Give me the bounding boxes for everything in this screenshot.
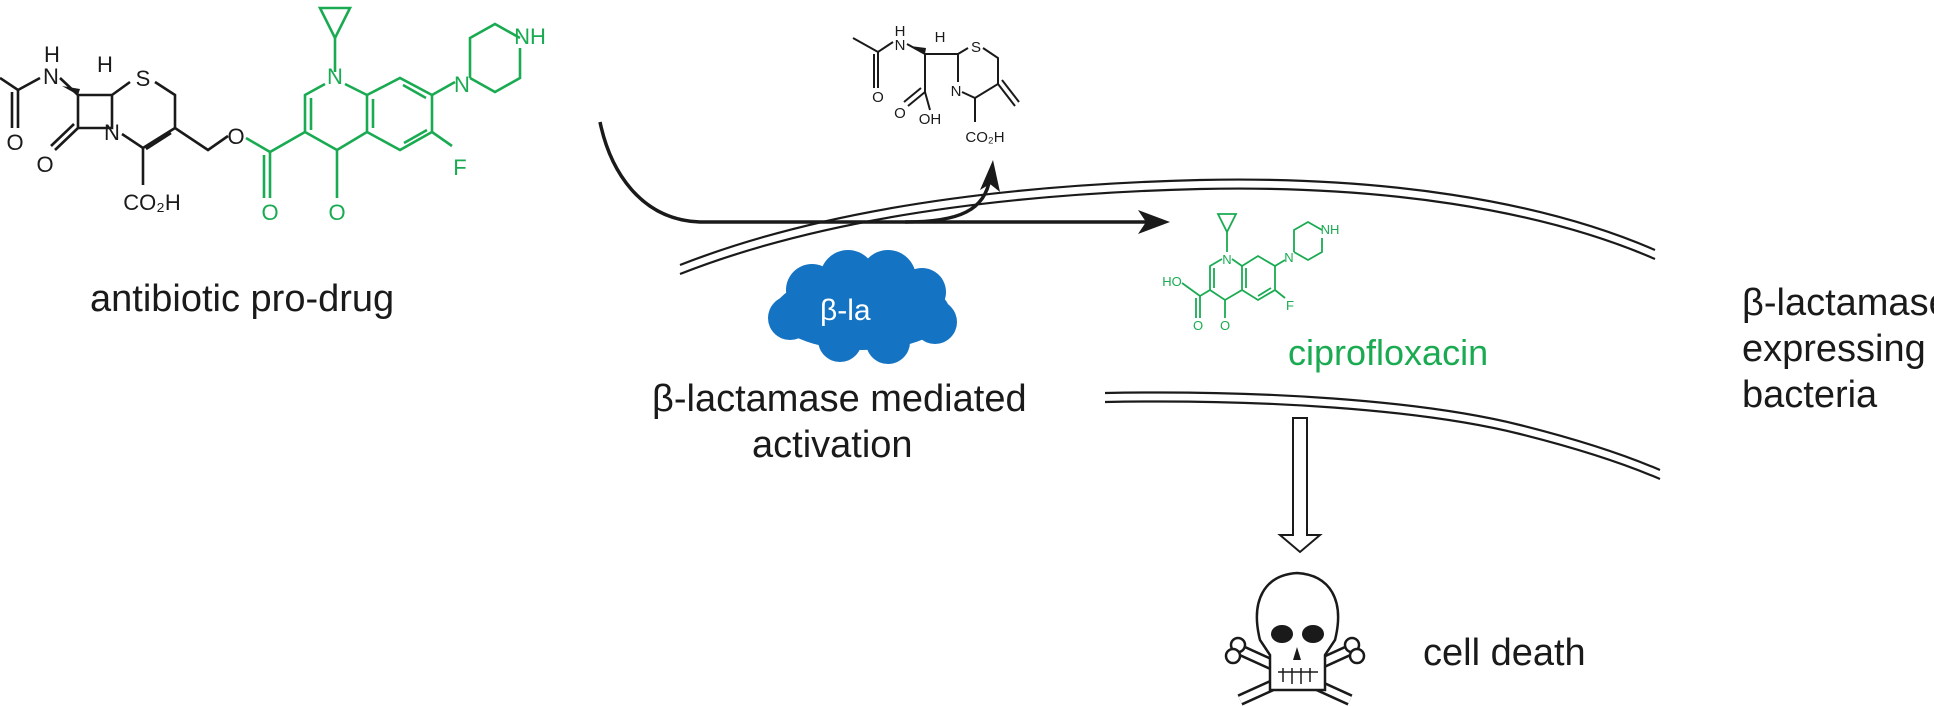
atom-s: S [971, 39, 981, 56]
atom-h: H [44, 42, 60, 67]
prodrug-cephalosporin-atoms: H N H S N O O CO₂H O [6, 42, 244, 215]
ciprofloxacin-bonds [1181, 213, 1323, 318]
atom-n: N [951, 83, 962, 100]
atom-n: N [895, 37, 906, 54]
atom-nh: NH [514, 24, 546, 49]
prodrug-cephalosporin-bonds [0, 76, 229, 185]
prodrug-label: antibiotic pro-drug [90, 278, 395, 320]
atom-o: O [894, 105, 906, 122]
activation-arrow [598, 121, 1150, 224]
bacteria-label-line1: β-lactamase [1742, 282, 1934, 324]
hollow-arrow-down [1277, 417, 1323, 554]
activation-arrow-head [1138, 210, 1170, 234]
atom-o: O [1220, 318, 1230, 333]
atom-o: O [6, 130, 23, 155]
atom-n: N [454, 72, 470, 97]
byproduct-bonds [852, 37, 1020, 122]
atom-o: O [36, 152, 53, 177]
release-arrow [904, 177, 992, 224]
atom-o: O [1193, 318, 1203, 333]
activation-label-line1: β-lactamase mediated [652, 378, 1027, 420]
bacteria-label-line2: expressing [1742, 328, 1926, 370]
prodrug-quinolone-bonds [245, 6, 522, 198]
atom-o: O [328, 200, 345, 225]
atom-f: F [1286, 298, 1294, 313]
wedge-bond [62, 86, 80, 95]
ciprofloxacin-label: ciprofloxacin [1288, 332, 1489, 373]
atom-h: H [97, 52, 113, 77]
cloud-icon [768, 250, 957, 364]
activation-label-line2: activation [752, 424, 913, 466]
atom-n: N [104, 120, 120, 145]
atom-oh: OH [919, 111, 942, 128]
skull-crossbones-icon [1224, 571, 1366, 706]
bacteria-label-line3: bacteria [1742, 374, 1878, 416]
inner-membrane [1104, 391, 1661, 481]
atom-ho: HO [1162, 274, 1182, 289]
outer-membrane [679, 178, 1656, 276]
atom-f: F [453, 155, 466, 180]
byproduct-atoms: H N H S N O O OH CO₂H [872, 23, 1004, 146]
atom-co2h: CO₂H [123, 190, 180, 215]
atom-o: O [227, 124, 244, 149]
atom-h: H [895, 23, 906, 40]
atom-n: N [1222, 252, 1231, 267]
atom-nh: NH [1321, 222, 1340, 237]
atom-n: N [1284, 250, 1293, 265]
enzyme-label: β-la [820, 294, 871, 327]
atom-o: O [872, 89, 884, 106]
prodrug-quinolone-atoms: N N NH F O O [261, 24, 545, 225]
atom-h: H [935, 29, 946, 46]
atom-n: N [43, 64, 59, 89]
cell-death-label: cell death [1423, 632, 1586, 674]
atom-n: N [327, 64, 343, 89]
atom-o: O [261, 200, 278, 225]
byproduct-wedge-bond [910, 46, 926, 54]
atom-co2h: CO₂H [965, 129, 1004, 146]
ciprofloxacin-atoms: HO N N NH F O O [1162, 222, 1339, 333]
release-arrow-head [980, 160, 1000, 192]
atom-s: S [136, 66, 151, 91]
